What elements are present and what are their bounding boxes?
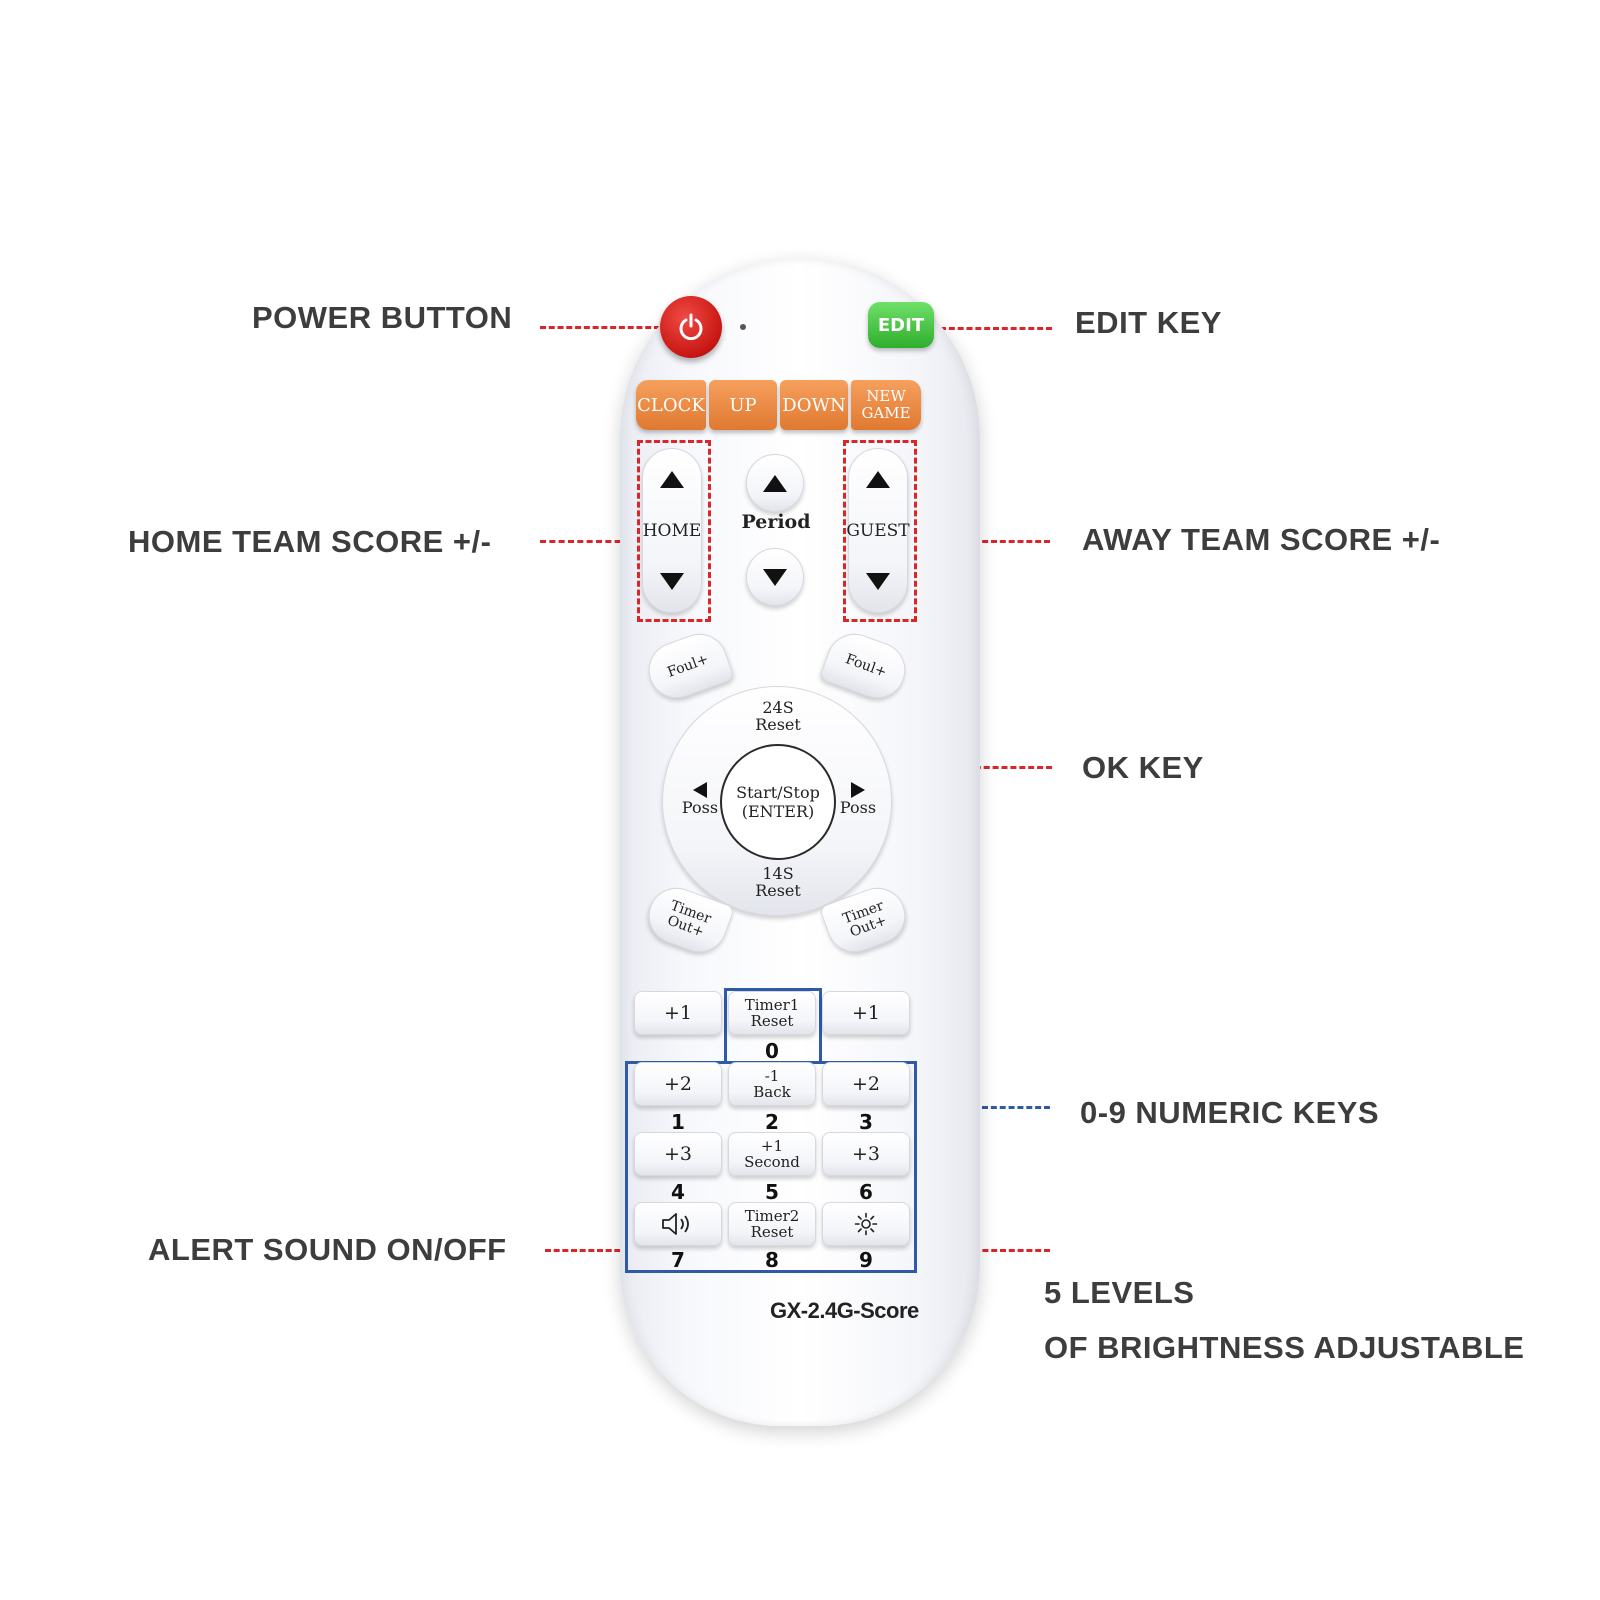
callout-power-button: POWER BUTTON	[252, 300, 513, 335]
guest-highlight-box	[843, 440, 917, 622]
key-9-brightness[interactable]	[822, 1202, 910, 1246]
key-4-plus3[interactable]: +3	[634, 1132, 722, 1176]
key-number-1: 1	[671, 1110, 685, 1134]
callout-brightness-line1: 5 LEVELS	[1044, 1275, 1195, 1310]
arrow-up-icon	[660, 471, 684, 488]
key-number-3: 3	[859, 1110, 873, 1134]
home-foul-button[interactable]: Foul+	[640, 626, 736, 706]
arrow-down-icon	[763, 568, 787, 586]
key-0-timer1-reset[interactable]: Timer1 Reset	[728, 991, 816, 1035]
callout-brightness-line2: OF BRIGHTNESS ADJUSTABLE	[1044, 1330, 1525, 1365]
leader-numeric	[920, 1106, 1050, 1109]
leader-edit	[940, 327, 1052, 330]
guest-foul-button[interactable]: Foul+	[818, 626, 914, 706]
home-highlight-box	[637, 440, 711, 622]
key-home-plus1[interactable]: +1	[634, 991, 722, 1035]
leader-power	[540, 326, 660, 329]
new-game-button[interactable]: NEW GAME	[851, 380, 921, 430]
dpad[interactable]: 24S Reset 14S Reset Poss Poss Start/Stop…	[662, 686, 892, 916]
callout-home-team-score: HOME TEAM SCORE +/-	[128, 524, 492, 559]
ok-enter-button[interactable]: Start/Stop (ENTER)	[720, 744, 836, 860]
key-6-plus3[interactable]: +3	[822, 1132, 910, 1176]
arrow-right-icon	[851, 782, 865, 798]
key-number-9: 9	[859, 1248, 873, 1272]
key-2-back[interactable]: -1 Back	[728, 1062, 816, 1106]
arrow-up-icon	[763, 474, 787, 492]
leader-away	[938, 540, 1050, 543]
key-number-7: 7	[671, 1248, 685, 1272]
down-button[interactable]: DOWN	[780, 380, 848, 430]
up-button[interactable]: UP	[709, 380, 777, 430]
leader-home	[540, 540, 658, 543]
home-label: HOME	[642, 520, 702, 541]
ok-enter-label: Start/Stop (ENTER)	[736, 783, 820, 821]
scoreboard-remote: EDIT CLOCK UP DOWN NEW GAME HOME Period …	[620, 258, 980, 1426]
power-icon	[679, 313, 703, 341]
key-1-plus2[interactable]: +2	[634, 1062, 722, 1106]
leader-brightness	[912, 1249, 1050, 1252]
callout-numeric-keys: 0-9 NUMERIC KEYS	[1080, 1095, 1380, 1130]
arrow-down-icon	[660, 573, 684, 590]
callout-edit-key: EDIT KEY	[1075, 305, 1222, 340]
key-number-6: 6	[859, 1180, 873, 1204]
arrow-up-icon	[866, 471, 890, 488]
callout-away-team-score: AWAY TEAM SCORE +/-	[1082, 522, 1441, 557]
dpad-bottom-14s-reset[interactable]: 14S Reset	[755, 864, 801, 900]
leader-alert	[545, 1249, 655, 1252]
callout-ok-key: OK KEY	[1082, 750, 1204, 785]
key-guest-plus1[interactable]: +1	[822, 991, 910, 1035]
key-number-0: 0	[765, 1039, 779, 1063]
guest-score-rocker[interactable]: GUEST	[846, 448, 910, 613]
key-7-alert-sound[interactable]	[634, 1202, 722, 1246]
brightness-icon	[854, 1212, 878, 1236]
arrow-left-icon	[693, 782, 707, 798]
key-number-8: 8	[765, 1248, 779, 1272]
dpad-right[interactable]: Poss	[835, 781, 881, 816]
key-number-5: 5	[765, 1180, 779, 1204]
indicator-led	[740, 324, 746, 330]
callout-alert-sound: ALERT SOUND ON/OFF	[148, 1232, 507, 1267]
key-3-plus2[interactable]: +2	[822, 1062, 910, 1106]
period-down-button[interactable]	[746, 548, 804, 606]
dpad-top-24s-reset[interactable]: 24S Reset	[755, 698, 801, 734]
dpad-left-label: Poss	[681, 798, 719, 817]
period-up-button[interactable]	[746, 454, 804, 512]
period-label: Period	[741, 511, 811, 533]
key-number-4: 4	[671, 1180, 685, 1204]
guest-label: GUEST	[846, 520, 910, 541]
power-button[interactable]	[660, 296, 722, 358]
arrow-down-icon	[866, 573, 890, 590]
model-label: GX-2.4G-Score	[770, 1298, 919, 1323]
timer1-highlight-box	[724, 988, 822, 1064]
home-score-rocker[interactable]: HOME	[642, 448, 702, 613]
key-8-timer2-reset[interactable]: Timer2 Reset	[728, 1202, 816, 1246]
speaker-icon	[662, 1213, 689, 1235]
key-5-plus1-second[interactable]: +1 Second	[728, 1132, 816, 1176]
clock-button[interactable]: CLOCK	[636, 380, 706, 430]
dpad-right-label: Poss	[839, 798, 877, 817]
dpad-left[interactable]: Poss	[677, 781, 723, 816]
key-number-2: 2	[765, 1110, 779, 1134]
edit-button[interactable]: EDIT	[868, 302, 934, 348]
